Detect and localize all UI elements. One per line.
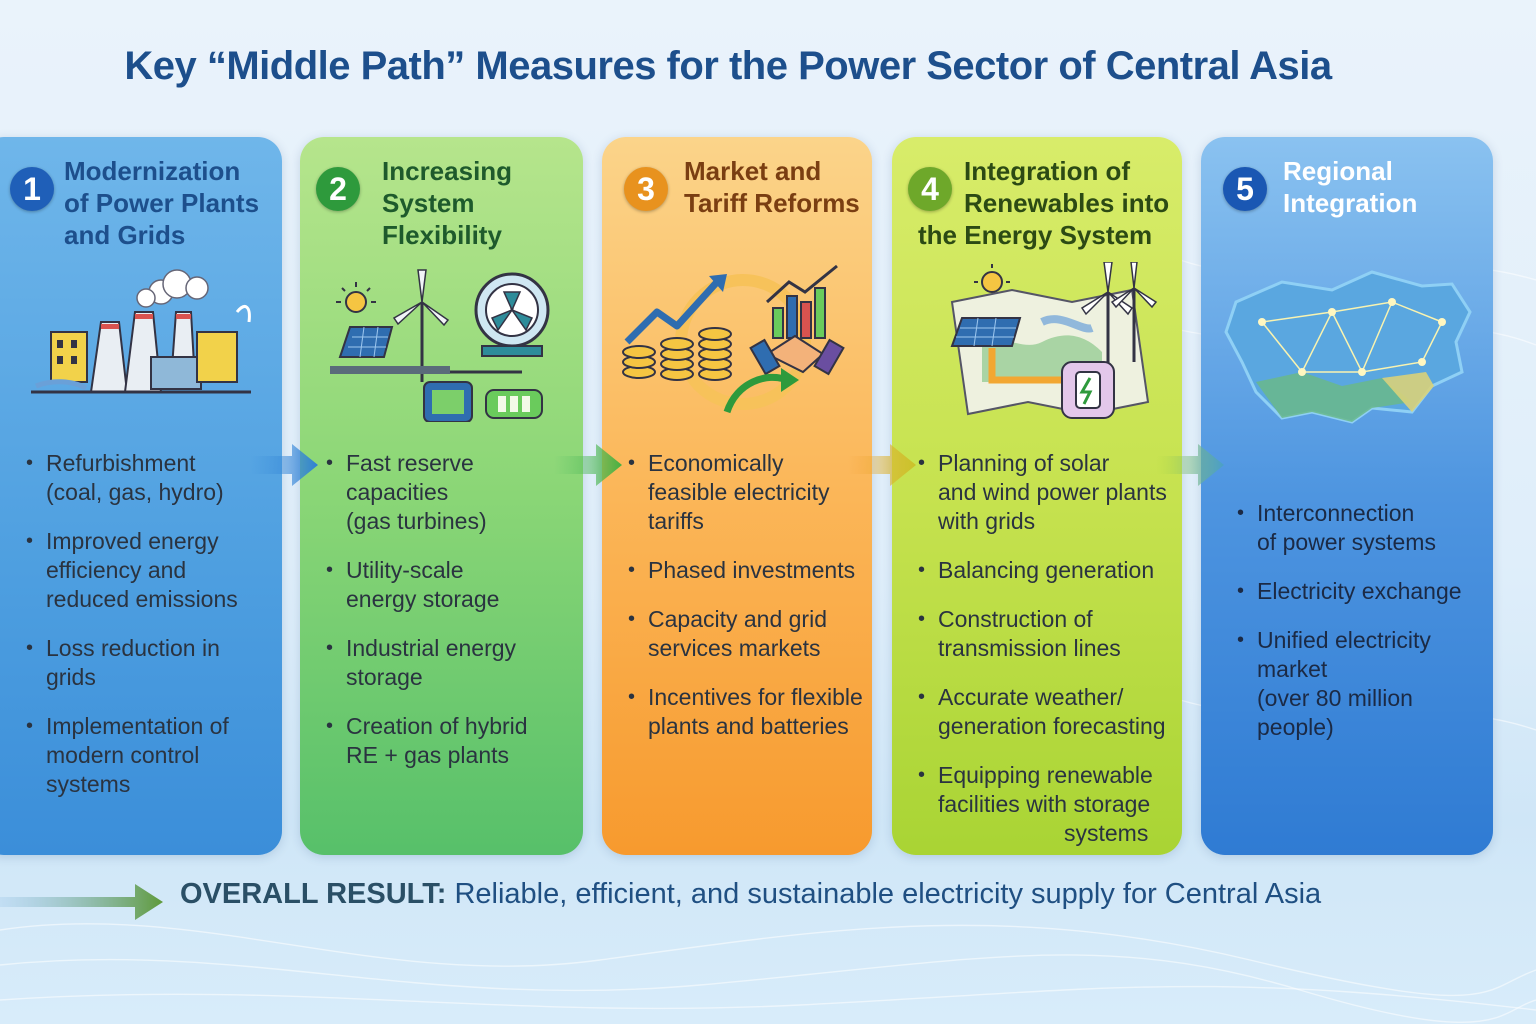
card-title: Market and Tariff Reforms (684, 156, 860, 218)
card-title: Modernization of Power Plants and Grids (64, 156, 260, 250)
card-modernization: 1 Modernization of Power Plants and Grid… (0, 137, 282, 855)
arrow-right-icon (1156, 444, 1224, 486)
card-regional-integration: 5 Regional Integration Interconnectionof… (1201, 137, 1493, 855)
central-asia-map-icon (1201, 262, 1493, 424)
bullet-list: Refurbishment(coal, gas, hydro) Improved… (0, 449, 282, 819)
overall-arrow-icon (0, 884, 163, 920)
list-item: Electricity exchange (1237, 577, 1493, 606)
list-item: Balancing generation (918, 556, 1182, 585)
card-title: Integration of Renewables into the Energ… (918, 156, 1170, 250)
overall-result: OVERALL RESULT: Reliable, efficient, and… (180, 878, 1321, 911)
card-header: 4 Integration of Renewables into the Ene… (892, 155, 1182, 265)
step-badge-4: 4 (908, 167, 952, 211)
arrow-right-icon (250, 444, 318, 486)
step-badge-5: 5 (1223, 167, 1267, 211)
list-item: Phased investments (628, 556, 872, 585)
list-item: Loss reduction in grids (26, 634, 282, 692)
step-badge-3: 3 (624, 167, 668, 211)
page-title: Key “Middle Path” Measures for the Power… (124, 44, 1332, 88)
renewables-map-icon (892, 262, 1182, 422)
card-flexibility: 2 Increasing System Flexibility (300, 137, 583, 855)
overall-result-label: OVERALL RESULT: (180, 878, 447, 910)
overall-result-text: Reliable, efficient, and sustainable ele… (454, 878, 1322, 910)
card-header: 5 Regional Integration (1201, 155, 1493, 265)
flexibility-icon (300, 262, 583, 422)
step-badge-2: 2 (316, 167, 360, 211)
card-title: Regional Integration (1283, 156, 1418, 218)
card-header: 1 Modernization of Power Plants and Grid… (0, 155, 282, 265)
arrow-right-icon (848, 444, 916, 486)
card-title: Increasing System Flexibility (382, 156, 513, 250)
card-renewables-integration: 4 Integration of Renewables into the Ene… (892, 137, 1182, 855)
power-plant-icon (0, 262, 282, 422)
market-icon (602, 262, 872, 422)
card-header: 2 Increasing System Flexibility (300, 155, 583, 265)
arrow-right-icon (554, 444, 622, 486)
step-badge-1: 1 (10, 167, 54, 211)
card-header: 3 Market and Tariff Reforms (602, 155, 872, 265)
list-item: Accurate weather/generation forecasting (918, 683, 1182, 741)
list-item: Refurbishment(coal, gas, hydro) (26, 449, 282, 507)
card-market-reforms: 3 Market and Tariff Reforms (602, 137, 872, 855)
